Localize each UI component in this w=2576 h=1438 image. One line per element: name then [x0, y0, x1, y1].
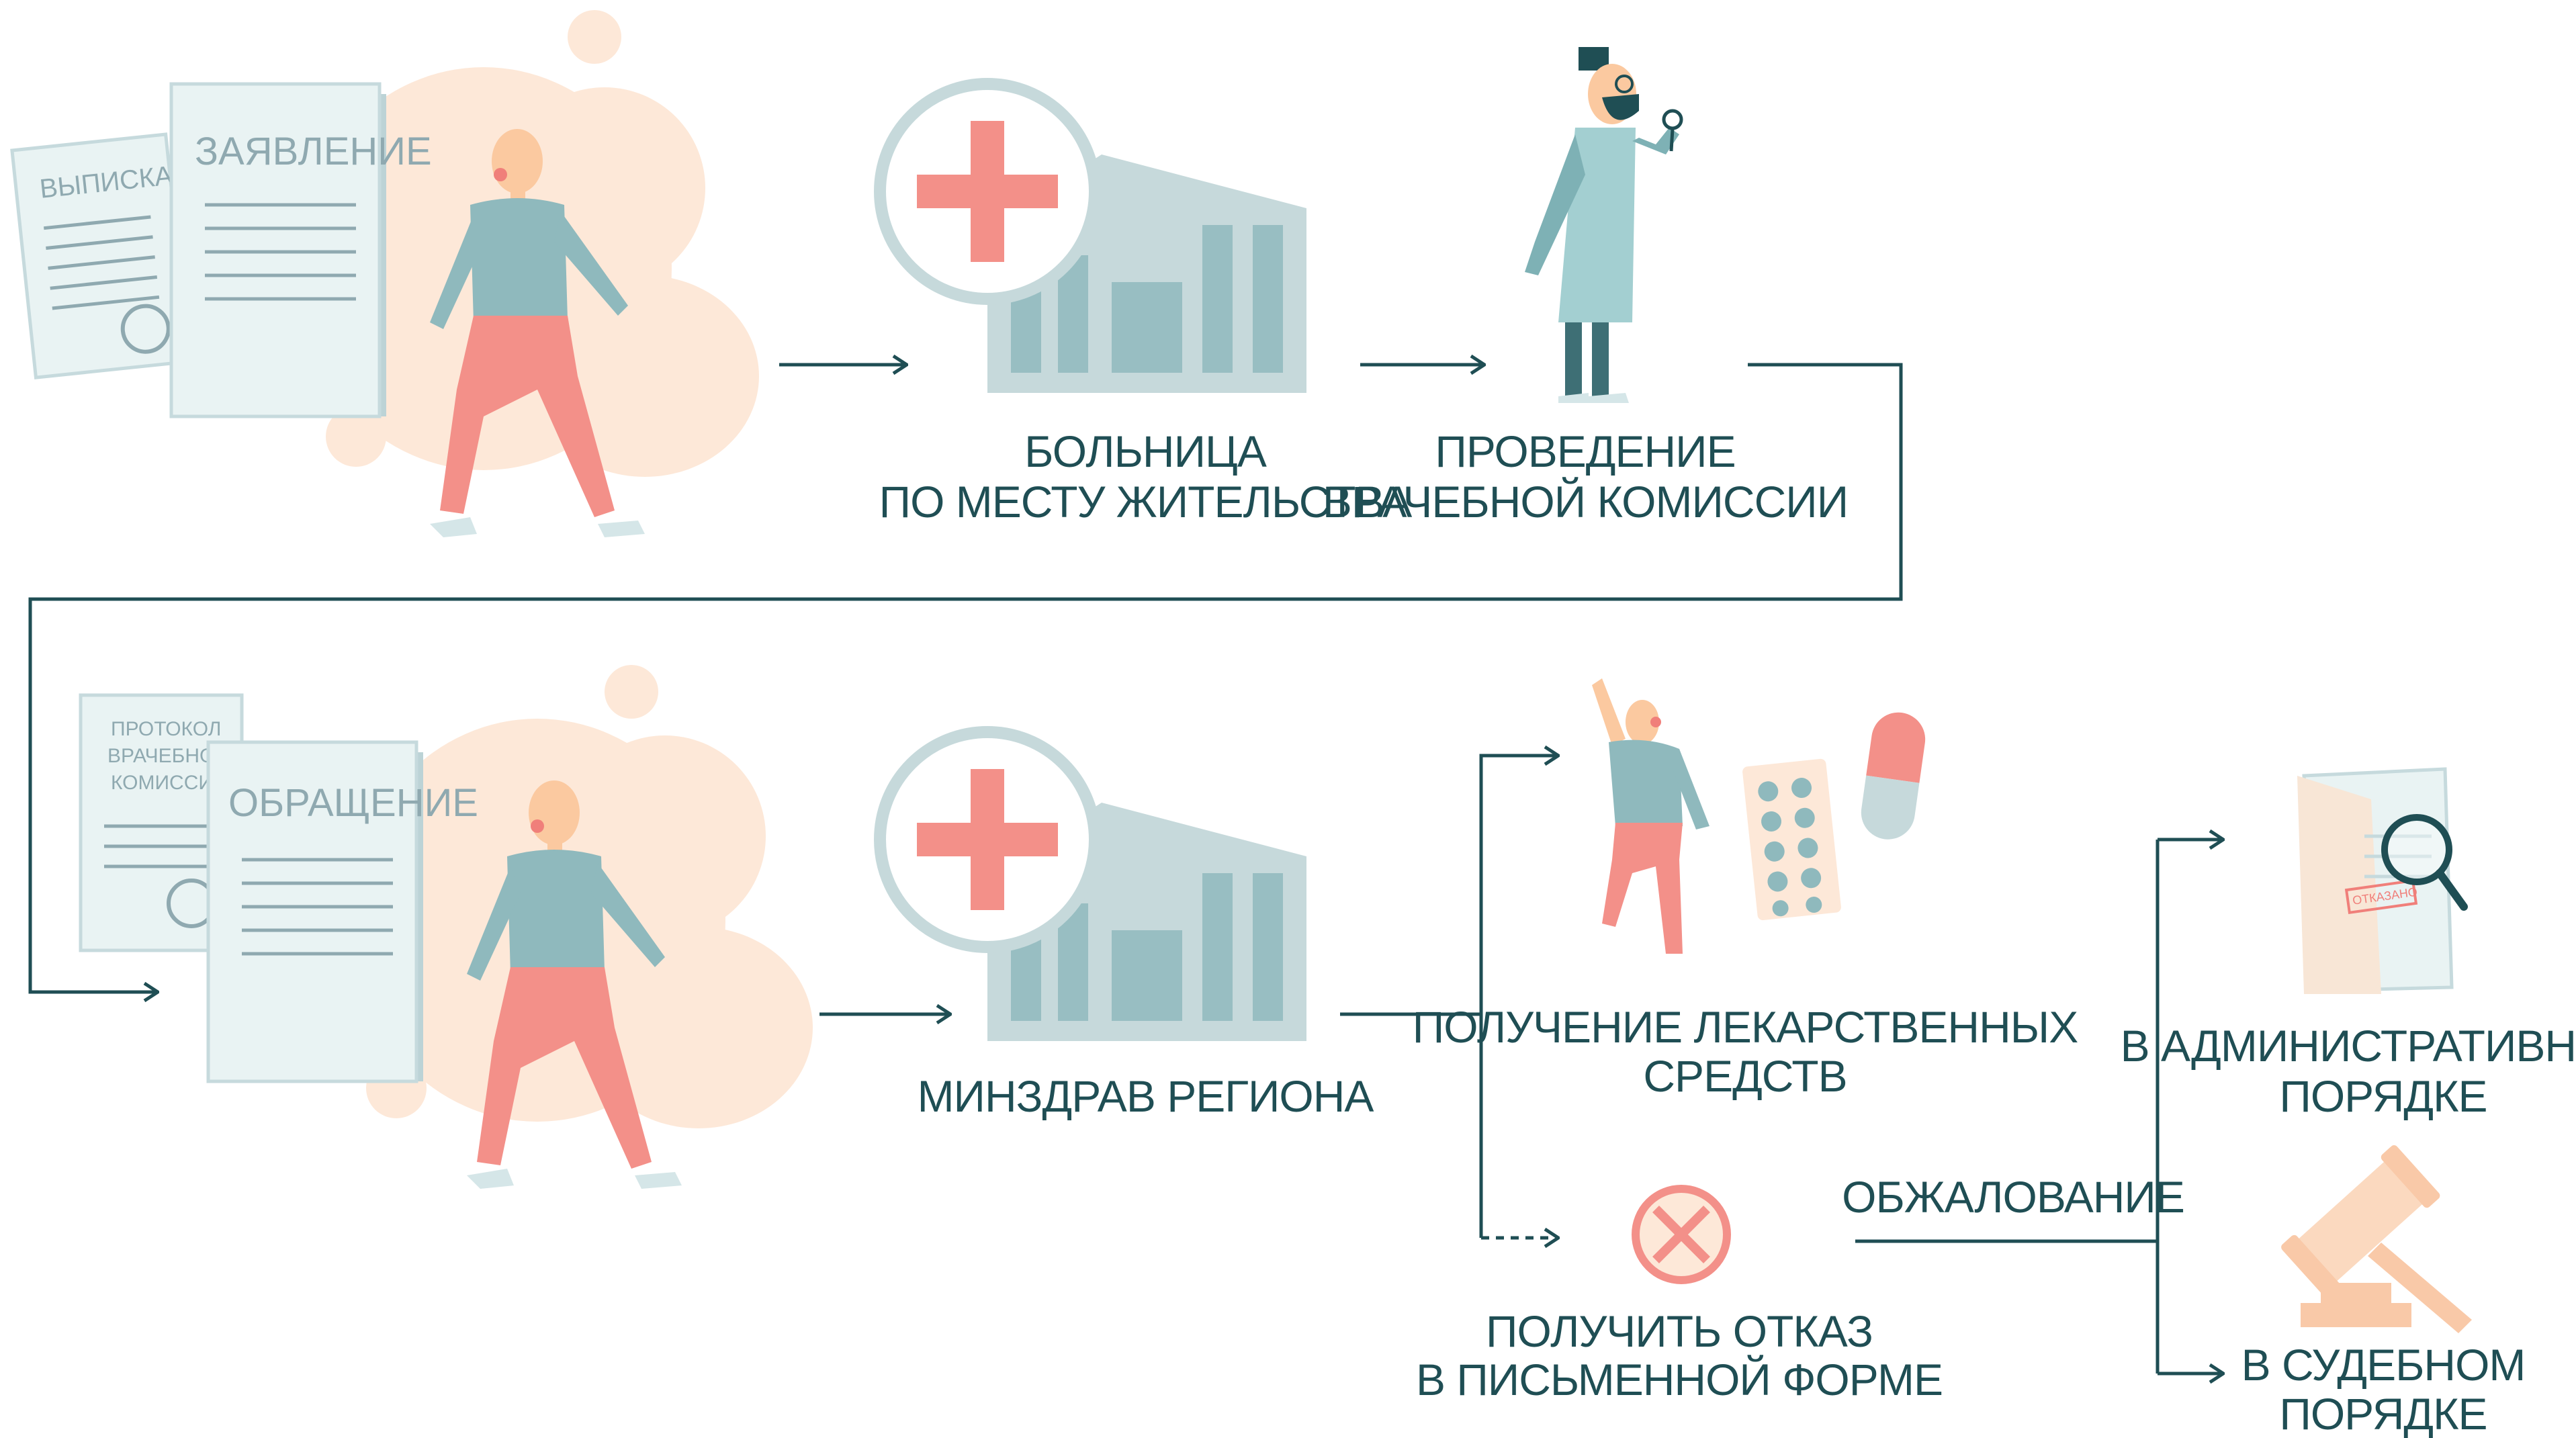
medicines-label-line-2: СРЕДСТВ	[1643, 1051, 1847, 1101]
connectors	[28, 363, 2223, 1374]
commission-label-line-2: ВРАЧЕБНОЙ КОМИССИИ	[1323, 476, 1848, 527]
split-connector	[1340, 756, 1558, 1016]
second-start-illustration: ПРОТОКОЛ ВРАЧЕБНОЙ КОМИССИИ ОБРАЩЕНИЕ	[79, 665, 813, 1189]
court-label-line-1: В СУДЕБНОМ	[2241, 1340, 2526, 1390]
ministry-building-icon	[874, 726, 1306, 1041]
administrative-label-line-1: В АДМИНИСТРАТИВНОМ	[2121, 1021, 2576, 1071]
appeal-document-title: ОБРАЩЕНИЕ	[228, 781, 478, 825]
refusal-label-line-2: В ПИСЬМЕННОЙ ФОРМЕ	[1416, 1354, 1943, 1404]
application-document-title: ЗАЯВЛЕНИЕ	[195, 130, 432, 173]
extract-document: ВЫПИСКА	[10, 132, 191, 379]
gavel-icon	[2281, 1145, 2472, 1333]
application-document: ЗАЯВЛЕНИЕ	[169, 82, 432, 418]
appeal-label: ОБЖАЛОВАНИЕ	[1842, 1172, 2184, 1222]
seal-icon	[120, 304, 171, 354]
doctor-icon	[1525, 47, 1683, 403]
hospital-label-line-2: ПО МЕСТУ ЖИТЕЛЬСТВА	[879, 477, 1413, 527]
walking-person-icon	[430, 129, 645, 537]
ministry-label: МИНЗДРАВ РЕГИОНА	[918, 1071, 1374, 1121]
protocol-line-1: ПРОТОКОЛ	[111, 718, 221, 740]
hospital-building-icon	[874, 78, 1306, 393]
administrative-label-line-2: ПОРЯДКЕ	[2279, 1071, 2487, 1121]
commission-label-line-1: ПРОВЕДЕНИЕ	[1435, 426, 1735, 476]
cross-circle-icon	[1632, 1185, 1731, 1284]
row-wrap-connector	[28, 363, 1903, 992]
pills-icon	[1592, 678, 1926, 954]
medicines-label-line-1: ПОЛУЧЕНИЕ ЛЕКАРСТВЕННЫХ	[1413, 1002, 2078, 1052]
start-illustration: ВЫПИСКА ЗАЯВЛЕНИЕ	[10, 10, 759, 537]
hospital-label-line-1: БОЛЬНИЦА	[1024, 426, 1267, 476]
magnifier-document-icon: ОТКАЗАНО	[2297, 767, 2468, 994]
appeal-document: ОБРАЩЕНИЕ	[206, 740, 478, 1083]
refusal-label-line-1: ПОЛУЧИТЬ ОТКАЗ	[1486, 1306, 1873, 1356]
walking-person-icon-2	[467, 780, 682, 1189]
court-label-line-2: ПОРЯДКЕ	[2279, 1389, 2487, 1438]
